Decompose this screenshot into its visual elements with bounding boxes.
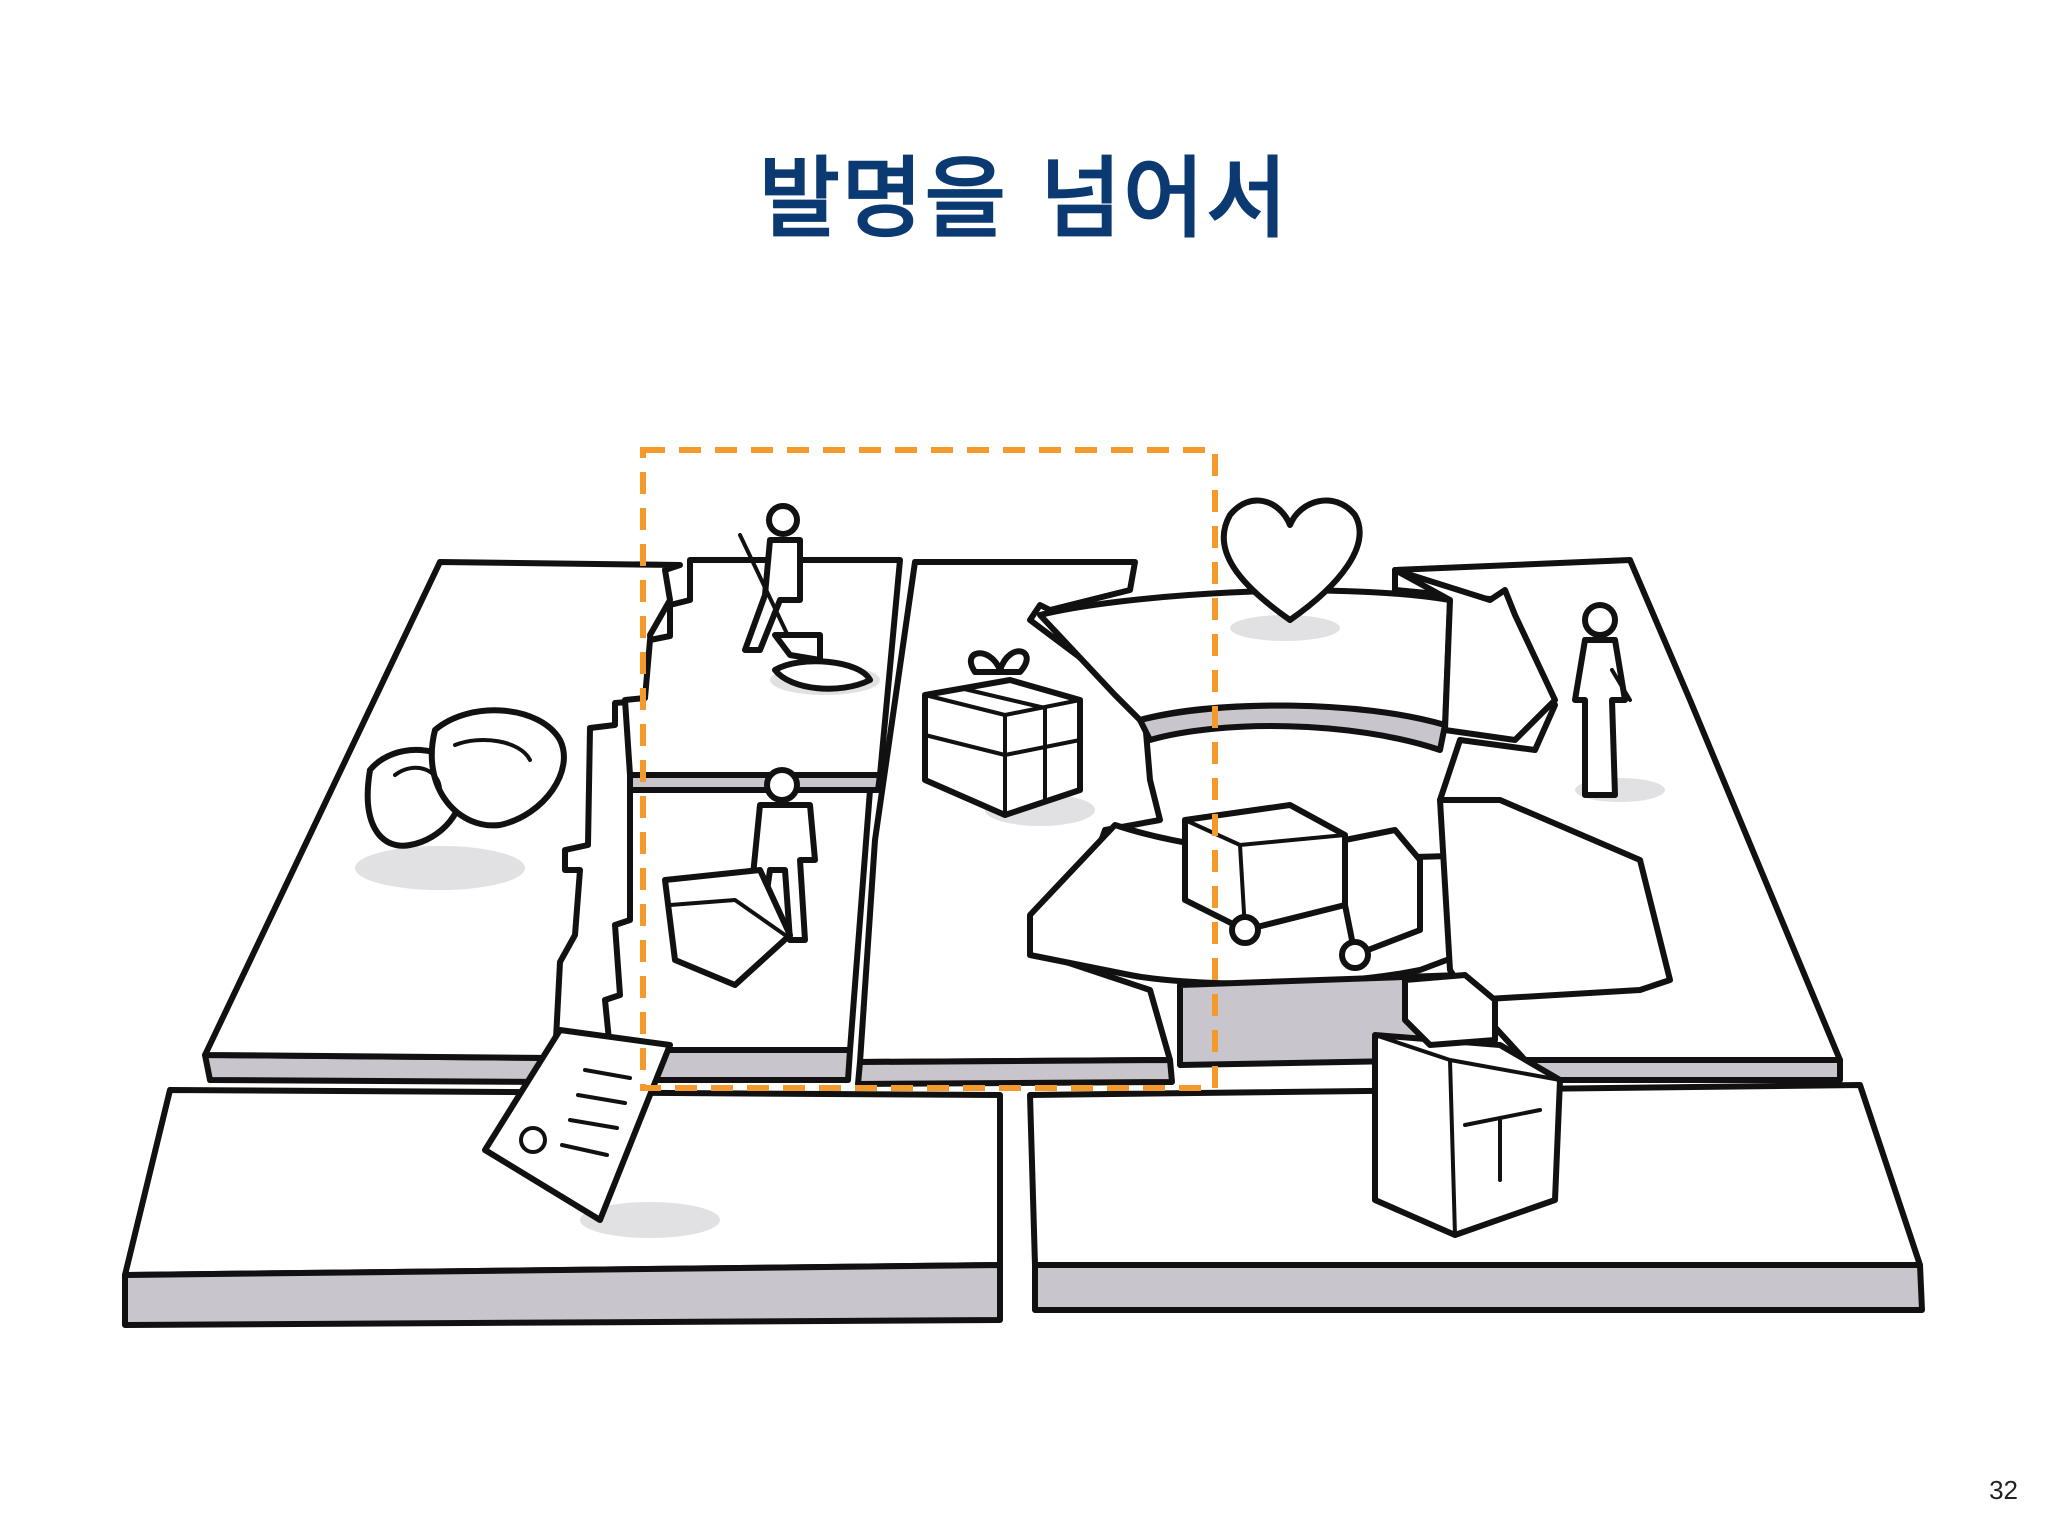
key-activities-tile	[622, 503, 903, 793]
cost-structure-tile	[122, 1027, 1003, 1328]
delivery-truck-icon	[1182, 802, 1423, 971]
chain-links-icon	[355, 707, 567, 890]
customer-figure-icon	[1572, 602, 1665, 802]
cash-register-icon	[1372, 972, 1563, 1238]
invoice-document-icon	[482, 1027, 720, 1238]
slide-title: 발명을 넘어서	[758, 147, 1290, 250]
heart-icon	[1220, 497, 1363, 641]
worker-digging-icon	[738, 503, 880, 695]
value-proposition-tile	[855, 559, 1175, 1087]
page-number: 32	[1989, 1475, 2018, 1505]
worker-with-box-icon	[662, 767, 818, 988]
revenue-streams-tile	[1027, 972, 1925, 1313]
gift-box-icon	[922, 648, 1095, 826]
highlight-box	[640, 447, 1218, 1091]
customer-segments-tile	[1392, 557, 1843, 1083]
key-resources-tile	[602, 767, 873, 1083]
